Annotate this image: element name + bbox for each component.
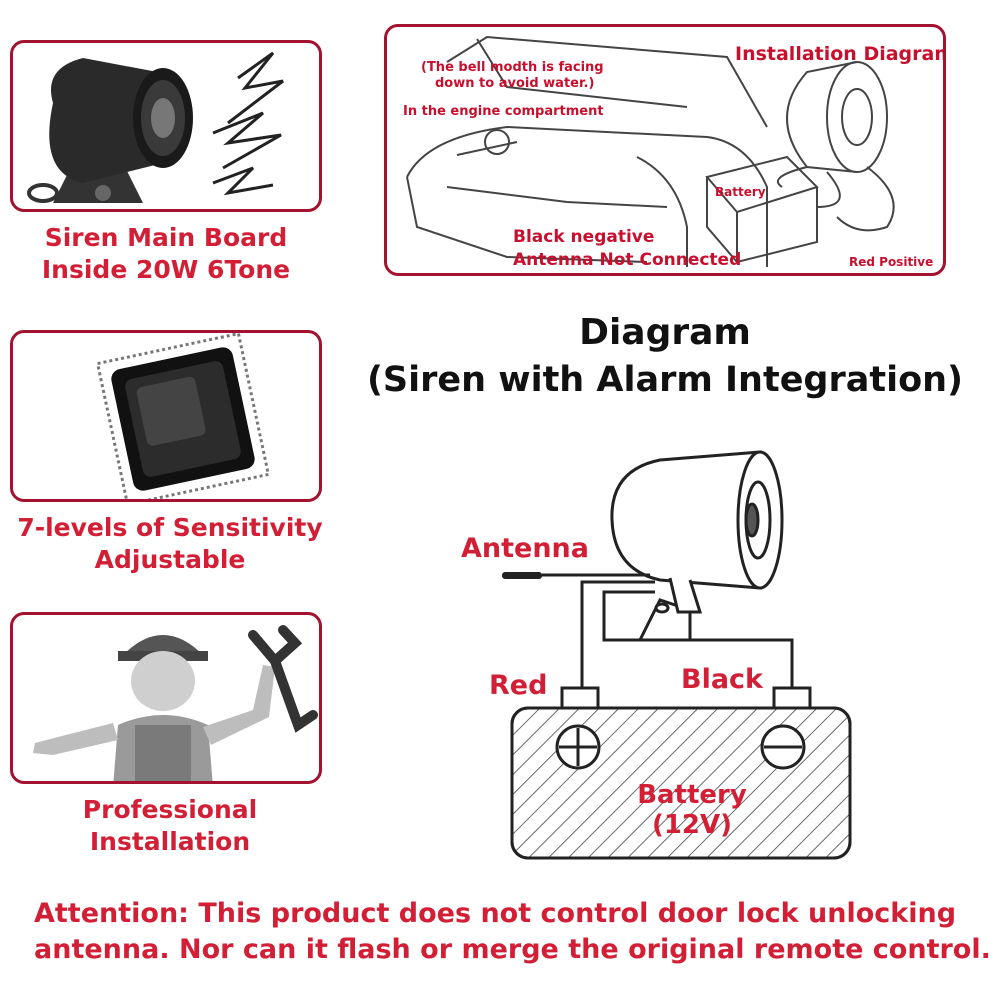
feature-caption-installer: Professional Installation — [10, 794, 330, 858]
feature-caption-line1: Professional — [82, 795, 258, 824]
feature-panel-chip — [10, 330, 322, 502]
feature-caption-line2: Adjustable — [94, 545, 246, 574]
mechanic-with-wrench-icon — [33, 625, 318, 781]
attention-line1: Attention: This product does not control… — [34, 898, 957, 929]
installation-diagram-panel: Installation Diagram (The bell modth is … — [384, 24, 946, 276]
diagram-title-line2: (Siren with Alarm Integration) — [366, 360, 964, 400]
red-wire — [580, 580, 655, 690]
red-wire-label: Red — [489, 670, 548, 701]
diagram-title: Diagram (Siren with Alarm Integration) — [330, 310, 1000, 404]
feature-caption-line2: Inside 20W 6Tone — [41, 255, 291, 284]
siren-horn-icon — [610, 450, 784, 642]
attention-notice: Attention: This product does not control… — [34, 896, 991, 968]
engine-compartment-label: In the engine compartment — [403, 104, 604, 119]
black-wire-label: Black — [681, 664, 764, 695]
water-note-line2: down to avoid water.) — [435, 76, 595, 91]
black-negative-label: Black negative — [513, 227, 655, 247]
battery-label: Battery (12V) — [612, 780, 772, 840]
diagram-battery-label: Battery — [715, 185, 766, 199]
water-note-line1: (The bell modth is facing — [421, 60, 604, 75]
feature-caption-line1: 7-levels of Sensitivity — [17, 513, 323, 542]
antenna-wire — [502, 572, 650, 579]
red-positive-label: Red Positive — [849, 255, 934, 269]
feature-panel-siren — [10, 40, 322, 212]
feature-caption-line1: Siren Main Board — [44, 223, 288, 252]
installation-diagram-title: Installation Diagram — [735, 43, 946, 65]
battery-label-line2: (12V) — [651, 810, 733, 840]
microchip-icon — [95, 333, 271, 499]
siren-speaker-icon — [27, 51, 284, 203]
feature-panel-installer — [10, 612, 322, 784]
feature-caption-line2: Installation — [89, 827, 251, 856]
attention-line2: antenna. Nor can it flash or merge the o… — [34, 934, 991, 965]
antenna-not-connected-label: Antenna Not Connected — [513, 250, 742, 270]
diagram-title-line1: Diagram — [579, 312, 751, 353]
feature-caption-siren: Siren Main Board Inside 20W 6Tone — [10, 222, 322, 286]
antenna-label: Antenna — [461, 533, 589, 564]
car-engine-illustration — [406, 35, 895, 267]
battery-label-line1: Battery — [637, 780, 747, 810]
feature-caption-chip: 7-levels of Sensitivity Adjustable — [0, 512, 340, 576]
